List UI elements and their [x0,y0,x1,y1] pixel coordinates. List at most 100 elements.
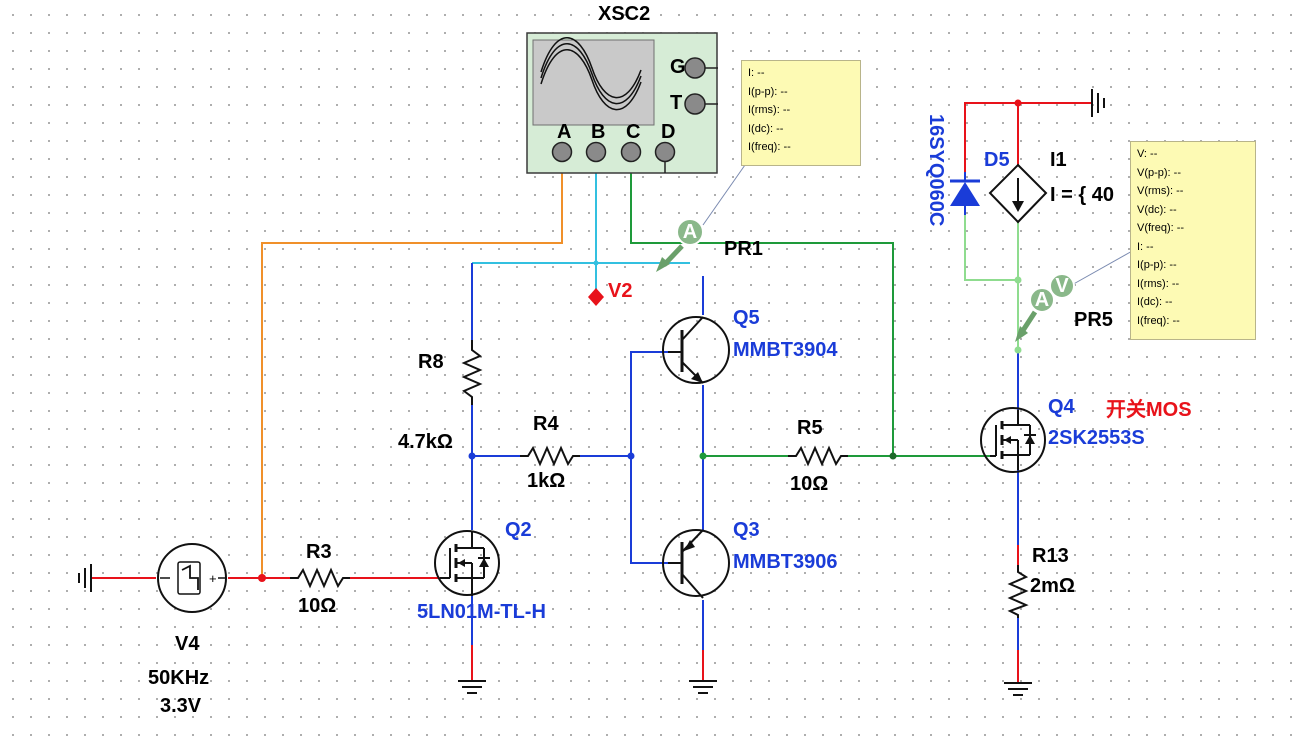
ac-source-v4[interactable]: + V4 50KHz 3.3V [148,543,227,717]
wires [92,102,1092,682]
scope-port-label-c: C [626,121,640,143]
junction-v4 [258,574,266,582]
probe-pr5-glyph-v: V [1055,275,1069,297]
junction-bases [627,452,635,460]
r13-ref: R13 [1032,545,1069,567]
ground-symbols [78,89,1105,696]
pr5-reading: V: -- [1137,148,1158,160]
probe-pr5[interactable]: V A PR5 [1015,249,1135,342]
junction-probe5 [1014,346,1022,354]
scope-port-a[interactable] [551,141,573,163]
resistor-r5[interactable]: R5 10Ω [788,417,848,495]
scope-name: XSC2 [598,3,650,25]
scope-port-label-a: A [557,121,571,143]
v4-ref: V4 [175,633,200,655]
ground-icon [78,564,92,592]
q5-ref: Q5 [733,307,760,329]
wire-scope-c[interactable] [630,160,894,456]
q3-part: MMBT3906 [733,551,837,573]
pr1-reading: I(freq): -- [748,141,791,153]
scope-port-b[interactable] [585,141,607,163]
pr5-reading: I(freq): -- [1137,314,1180,327]
junction-d5-i1 [1014,276,1022,284]
r13-value: 2mΩ [1030,575,1075,597]
v4-amplitude: 3.3V [160,695,202,717]
ammeter-icon [676,218,704,246]
scope-port-label-g: G [670,56,686,78]
mosfet-q4[interactable]: Q4 开关MOS 2SK2553S [980,396,1192,473]
r4-ref: R4 [533,413,559,435]
r3-ref: R3 [306,541,332,563]
net-v2-marker[interactable]: V2 [588,280,632,306]
oscilloscope-xsc2[interactable]: XSC2 G T A B C D [526,3,718,174]
ground-icon [689,680,717,694]
resistor-r8[interactable]: R8 4.7kΩ [398,340,483,453]
r5-value: 10Ω [790,473,828,495]
pr5-reading: I: -- [1137,240,1154,253]
v4-plus-sign: + [209,571,217,586]
pr1-reading: I(rms): -- [748,104,791,116]
scope-port-label-b: B [591,121,605,143]
wire-top-rail[interactable] [964,102,1092,172]
current-source-i1[interactable]: I1 I = { 40 [988,149,1114,224]
pr5-reading: I(rms): -- [1137,277,1180,290]
probe-pr1-glyph: A [683,221,697,243]
r8-value: 4.7kΩ [398,431,453,453]
i1-ref: I1 [1050,149,1067,171]
pr5-reading: V(dc): -- [1137,203,1177,216]
pr5-reading: V(freq): -- [1137,222,1185,234]
r3-value: 10Ω [298,595,336,617]
ground-icon [1004,682,1032,696]
junctions [258,99,1022,582]
transistor-q3[interactable]: Q3 MMBT3906 [662,519,837,599]
scope-port-label-d: D [661,121,675,143]
scope-port-d[interactable] [654,141,676,163]
pr5-reading: I(dc): -- [1137,296,1173,308]
q4-note: 开关MOS [1106,397,1192,421]
wire-d5-anode[interactable] [964,215,1018,281]
resistor-r13[interactable]: R13 2mΩ [1007,545,1075,618]
probe-pr5-glyph-a: A [1035,289,1049,311]
probe-pr5-leader [1069,249,1135,287]
pr5-reading: I(p-p): -- [1137,259,1177,271]
resistor-r4[interactable]: R4 1kΩ [520,413,580,492]
net-v2-label: V2 [608,280,632,302]
voltmeter-icon [1049,273,1075,299]
r4-value: 1kΩ [527,470,565,492]
pr1-reading: I(p-p): -- [748,85,788,98]
probe-pr1-readout: I: -- I(p-p): -- I(rms): -- I(dc): -- I(… [741,60,861,166]
scope-port-t[interactable] [684,93,706,115]
diode-d5[interactable]: D5 16SYQ060C [925,114,1010,226]
junction-output [699,452,707,460]
resistor-r3[interactable]: R3 10Ω [290,541,350,617]
d5-part: 16SYQ060C [925,114,947,226]
probe-pr5-name: PR5 [1074,309,1113,331]
q4-part: 2SK2553S [1048,427,1145,449]
wire-bases[interactable] [630,351,668,564]
probe-pr1-leader [702,164,746,226]
ground-icon [1091,89,1105,117]
ground-icon [458,680,486,694]
r8-ref: R8 [418,351,444,373]
v4-freq: 50KHz [148,667,209,689]
q5-part: MMBT3904 [733,339,838,361]
pr5-reading: V(p-p): -- [1137,166,1181,179]
d5-ref: D5 [984,149,1010,171]
q3-ref: Q3 [733,519,760,541]
junction-v2 [593,260,599,266]
wire-scope-a[interactable] [261,160,563,578]
mosfet-q2[interactable]: Q2 5LN01M-TL-H [417,519,546,623]
pr1-reading: I(dc): -- [748,122,784,135]
pr5-reading: V(rms): -- [1137,185,1184,197]
transistor-q5[interactable]: Q5 MMBT3904 [662,307,838,384]
q2-ref: Q2 [505,519,532,541]
scope-port-g[interactable] [684,57,706,79]
probe-pr5-readout: V: -- V(p-p): -- V(rms): -- V(dc): -- V(… [1130,141,1256,340]
probe-pr1[interactable]: A PR1 [656,164,763,272]
scope-port-c[interactable] [620,141,642,163]
pr1-reading: I: -- [748,67,765,79]
q2-part: 5LN01M-TL-H [417,601,546,623]
junction-top-rail [1014,99,1022,107]
junction-r8-r4 [468,452,476,460]
